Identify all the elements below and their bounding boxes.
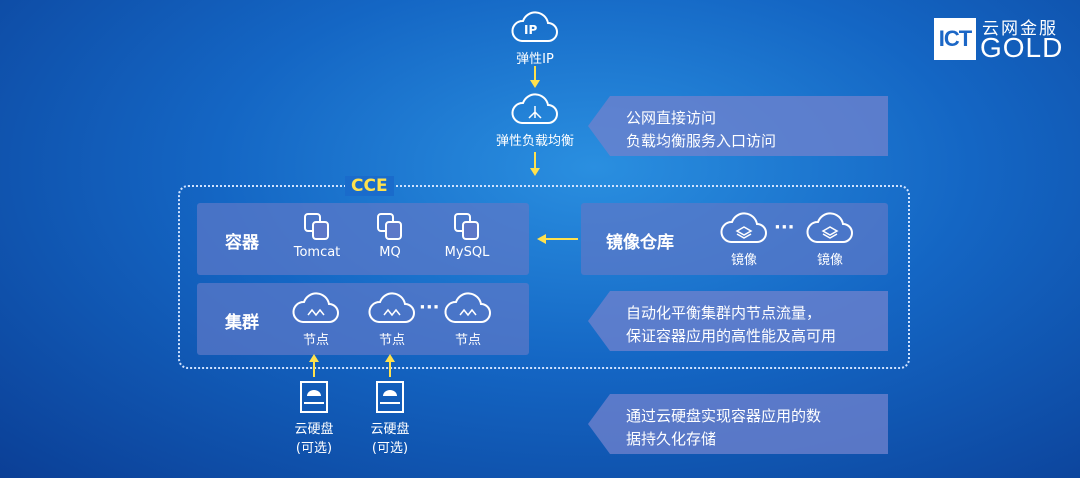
cluster-node-label: 节点 [378, 333, 405, 348]
registry-image-label: 镜像 [816, 253, 843, 268]
callout-load-balance: 自动化平衡集群内节点流量， 保证容器应用的高性能及高可用 [588, 291, 888, 351]
registry-image: 镜像 [803, 211, 857, 268]
cloud-disk-optional: (可选) [295, 441, 333, 456]
registry-ellipsis: ··· [774, 217, 795, 238]
disk-icon [300, 381, 328, 413]
node-cloud-icon [444, 292, 491, 323]
container-mq-label: MQ [379, 245, 401, 260]
cluster-node: 节点 [365, 291, 419, 348]
container-copy-icon [377, 213, 402, 240]
logo-text-en: GOLD [980, 32, 1064, 63]
callout-persistent-storage-line1: 通过云硬盘实现容器应用的数 [626, 407, 822, 425]
load-balancer-cloud-icon [511, 93, 558, 124]
container-mq: MQ [365, 213, 415, 260]
cloud-disk-optional: (可选) [371, 441, 409, 456]
cluster-ellipsis: ··· [419, 297, 440, 318]
logo-text-cn: 云网金服 [982, 19, 1058, 39]
cloud-disk: 云硬盘 (可选) [284, 378, 344, 456]
callout-public-access-line1: 公网直接访问 [626, 109, 717, 127]
cloud-disk: 云硬盘 (可选) [360, 378, 420, 456]
callout-load-balance-line1: 自动化平衡集群内节点流量， [626, 304, 822, 322]
cluster-node-label: 节点 [302, 333, 329, 348]
cluster-node: 节点 [289, 291, 343, 348]
disk-icon [376, 381, 404, 413]
cluster-node: 节点 [441, 291, 495, 348]
image-cloud-icon [806, 212, 853, 243]
image-cloud-icon [720, 212, 767, 243]
container-mysql: MySQL [437, 213, 497, 260]
elastic-ip-node: IP 弹性IP [500, 10, 570, 67]
registry-image: 镜像 [717, 211, 771, 268]
registry-image-label: 镜像 [730, 253, 757, 268]
arrow-disk-to-node [309, 354, 319, 377]
ip-cloud-icon [511, 11, 558, 42]
image-registry-panel: 镜像仓库 镜像 ··· 镜像 [581, 203, 888, 275]
cluster-node-label: 节点 [454, 333, 481, 348]
container-copy-icon [454, 213, 479, 240]
container-copy-icon [304, 213, 329, 240]
containers-title: 容器 [225, 233, 259, 253]
callout-persistent-storage: 通过云硬盘实现容器应用的数 据持久化存储 [588, 394, 888, 454]
logo-mark: ICT [934, 18, 976, 60]
load-balancer-node: 弹性负载均衡 [480, 92, 590, 149]
cluster-title: 集群 [225, 313, 259, 333]
cce-title: CCE [345, 176, 394, 196]
cloud-disk-label: 云硬盘 [294, 422, 334, 437]
container-tomcat-label: Tomcat [293, 245, 341, 260]
cloud-disk-label: 云硬盘 [370, 422, 410, 437]
cluster-panel: 集群 节点 节点 ··· 节点 [197, 283, 529, 355]
ip-icon-text: IP [524, 23, 538, 37]
node-cloud-icon [368, 292, 415, 323]
callout-load-balance-line2: 保证容器应用的高性能及高可用 [626, 327, 837, 345]
arrow-ip-to-lb [530, 66, 540, 88]
node-cloud-icon [292, 292, 339, 323]
arrow-registry-to-containers [537, 234, 578, 244]
cce-boundary [178, 185, 910, 369]
arrow-lb-to-cce [530, 152, 540, 176]
elastic-ip-label: 弹性IP [516, 52, 554, 67]
callout-public-access-line2: 负载均衡服务入口访问 [626, 132, 777, 150]
load-balancer-label: 弹性负载均衡 [495, 134, 574, 149]
container-tomcat: Tomcat [289, 213, 345, 260]
containers-panel: 容器 Tomcat MQ MySQL [197, 203, 529, 275]
arrow-disk-to-node [385, 354, 395, 377]
callout-public-access: 公网直接访问 负载均衡服务入口访问 [588, 96, 888, 156]
callout-persistent-storage-line2: 据持久化存储 [626, 430, 717, 448]
container-mysql-label: MySQL [444, 245, 490, 260]
image-registry-title: 镜像仓库 [606, 233, 674, 253]
